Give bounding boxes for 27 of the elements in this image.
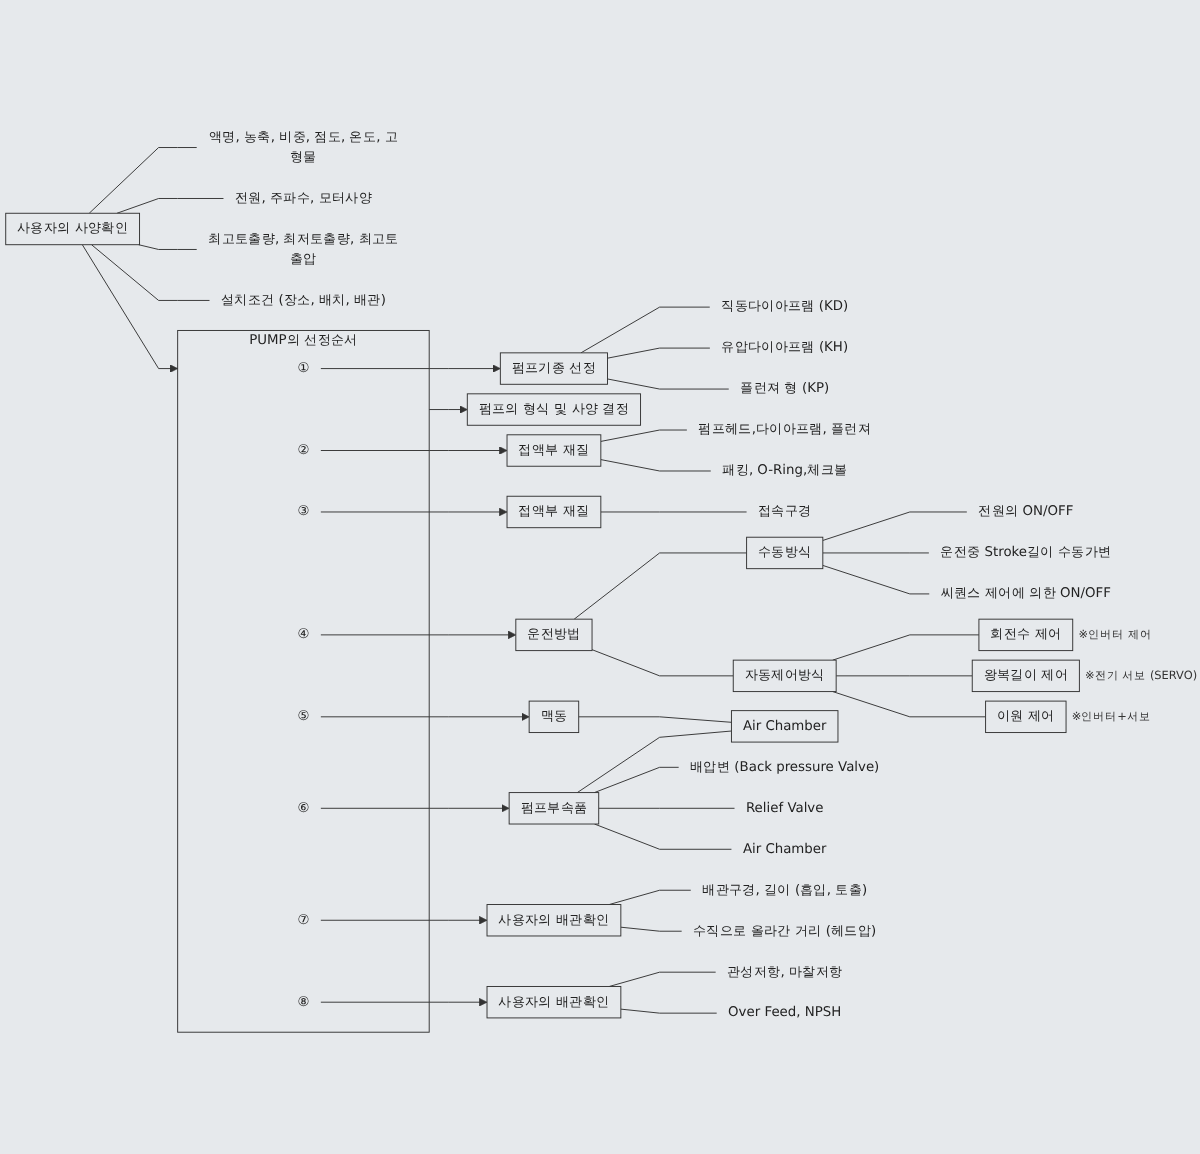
connector-line: [822, 552, 930, 554]
connector-line: [600, 429, 688, 442]
connector-line: [573, 552, 748, 620]
connector-line: [822, 564, 930, 595]
connector-line: [620, 926, 683, 932]
connector-line: [88, 147, 198, 214]
connector-line: [591, 649, 734, 677]
connector-line: [138, 244, 198, 250]
connector-line: [620, 1008, 718, 1014]
connector-line: [598, 807, 735, 809]
connector-line: [608, 889, 692, 905]
connector-line: [600, 459, 712, 472]
connector-line: [832, 634, 980, 661]
connector-line: [608, 971, 717, 987]
connector-line: [600, 511, 748, 513]
connector-line: [580, 306, 711, 354]
connector-line: [91, 244, 210, 301]
connector-line: [578, 716, 732, 723]
connector-line: [594, 766, 680, 794]
connector-line: [576, 730, 732, 794]
connector-line: [594, 823, 732, 850]
connector-line: [116, 198, 224, 214]
connector-line: [832, 691, 987, 718]
connector-line: [822, 511, 968, 541]
connector-line: [607, 378, 730, 390]
connector-line: [607, 347, 711, 359]
connector-line: [835, 675, 973, 677]
